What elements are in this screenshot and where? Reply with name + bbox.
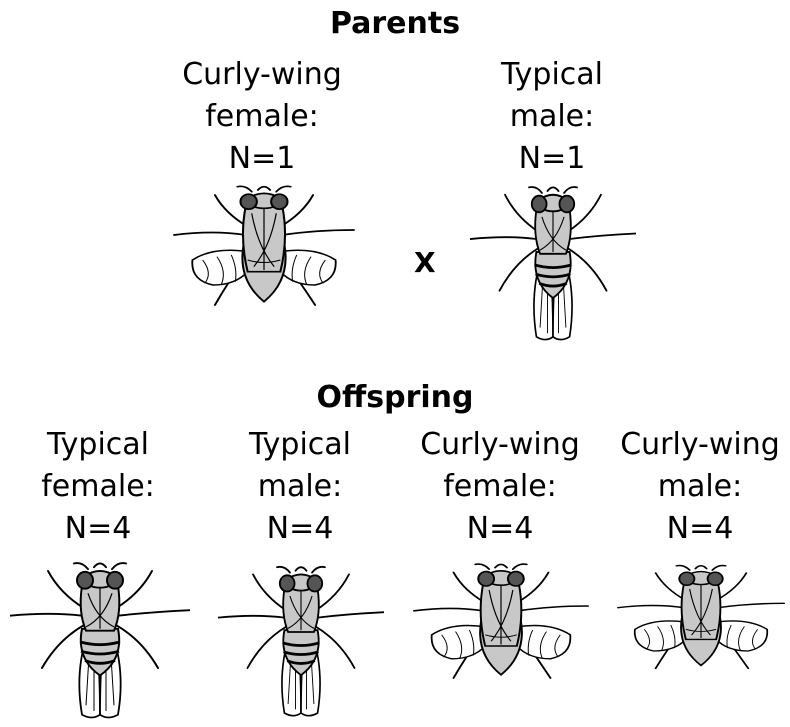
label-line2: female: xyxy=(410,466,590,508)
label-line1: Curly-wing xyxy=(172,54,352,96)
label-line1: Typical xyxy=(14,424,182,466)
curly-wing-male-fly-icon xyxy=(616,560,786,690)
offspring-label-typical-male: Typical male: N=4 xyxy=(216,424,384,550)
offspring-label-curly-female: Curly-wing female: N=4 xyxy=(410,424,590,550)
label-line1: Curly-wing xyxy=(410,424,590,466)
label-line2: female: xyxy=(172,96,352,138)
label-line1: Typical xyxy=(216,424,384,466)
label-line2: male: xyxy=(462,96,642,138)
label-line1: Typical xyxy=(462,54,642,96)
label-count: N=4 xyxy=(410,508,590,550)
label-count: N=4 xyxy=(14,508,182,550)
label-count: N=1 xyxy=(172,138,352,180)
label-line1: Curly-wing xyxy=(610,424,790,466)
curly-wing-female-fly-icon xyxy=(412,558,590,702)
offspring-heading: Offspring xyxy=(0,380,790,416)
parents-heading: Parents xyxy=(0,6,790,42)
label-count: N=4 xyxy=(216,508,384,550)
curly-wing-female-fly-icon xyxy=(172,180,356,330)
offspring-label-curly-male: Curly-wing male: N=4 xyxy=(610,424,790,550)
label-count: N=4 xyxy=(610,508,790,550)
typical-male-fly-icon xyxy=(218,560,384,722)
cross-symbol: X xyxy=(414,246,436,279)
label-count: N=1 xyxy=(462,138,642,180)
parent-label-curly-female: Curly-wing female: N=1 xyxy=(172,54,352,180)
label-line2: female: xyxy=(14,466,182,508)
offspring-label-typical-female: Typical female: N=4 xyxy=(14,424,182,550)
parent-label-typical-male: Typical male: N=1 xyxy=(462,54,642,180)
label-line2: male: xyxy=(216,466,384,508)
typical-female-fly-icon xyxy=(10,556,190,724)
typical-male-fly-icon xyxy=(470,180,636,346)
label-line2: male: xyxy=(610,466,790,508)
